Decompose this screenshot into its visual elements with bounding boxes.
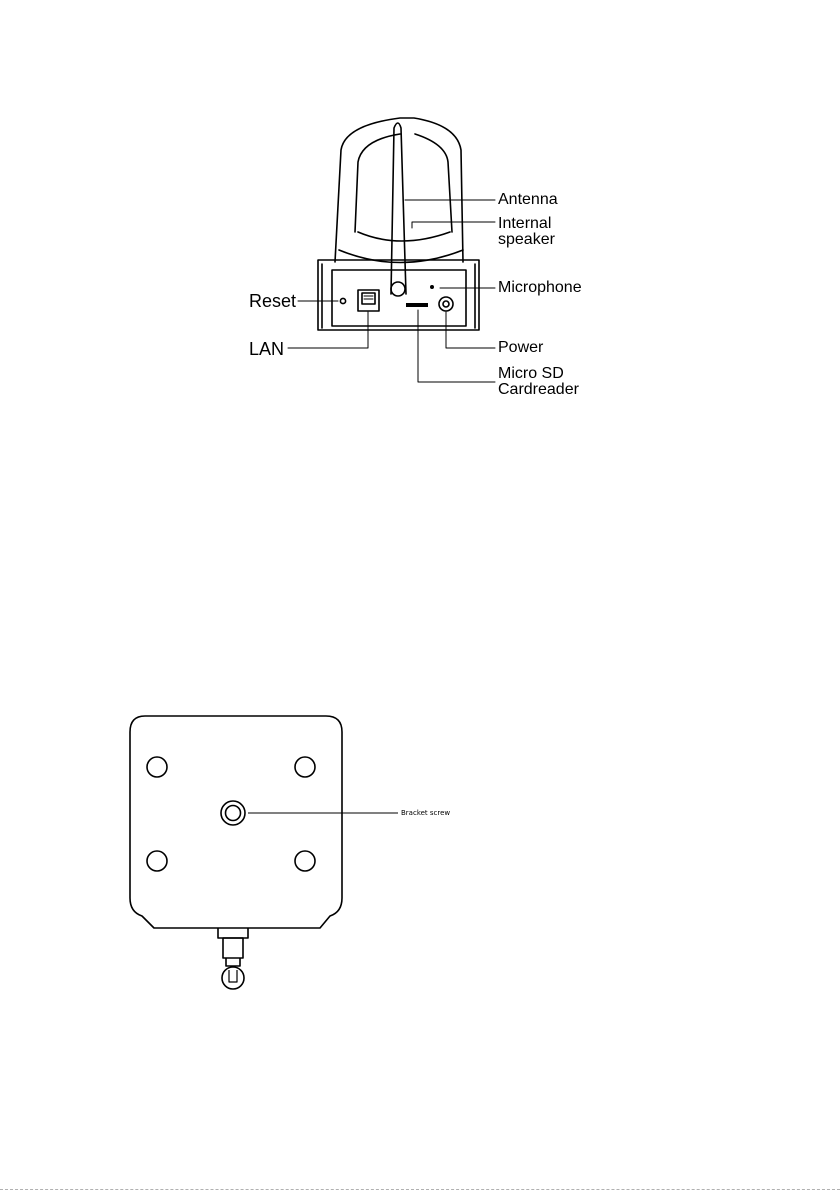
power-label: Power	[498, 340, 543, 356]
microphone-hole	[431, 286, 433, 288]
antenna-label: Antenna	[498, 192, 558, 208]
foot-top-right	[295, 757, 315, 777]
internal-speaker-label-line1: Internal	[498, 216, 555, 232]
foot-top-left	[147, 757, 167, 777]
micro-sd-label-line2: Cardreader	[498, 382, 579, 398]
micro-sd-slot	[406, 303, 428, 307]
microphone-label: Microphone	[498, 280, 582, 296]
power-jack	[439, 297, 453, 311]
foot-bottom-left	[147, 851, 167, 871]
internal-speaker-leader	[412, 222, 495, 228]
reset-hole	[340, 298, 345, 303]
internal-speaker-label: Internal speaker	[498, 216, 555, 248]
lan-label: LAN	[249, 340, 284, 358]
micro-sd-leader	[418, 310, 495, 382]
page-bottom-divider	[0, 1189, 840, 1190]
bracket-screw-label: Bracket screw	[401, 809, 450, 817]
micro-sd-label-line1: Micro SD	[498, 366, 579, 382]
antenna-shape	[391, 123, 406, 294]
bracket-screw	[221, 801, 245, 825]
reset-label: Reset	[249, 292, 296, 310]
camera-underside-outline	[130, 716, 342, 928]
antenna-base	[391, 282, 405, 296]
micro-sd-label: Micro SD Cardreader	[498, 366, 579, 398]
internal-speaker-label-line2: speaker	[498, 232, 555, 248]
antenna-stub	[223, 938, 243, 958]
foot-bottom-right	[295, 851, 315, 871]
